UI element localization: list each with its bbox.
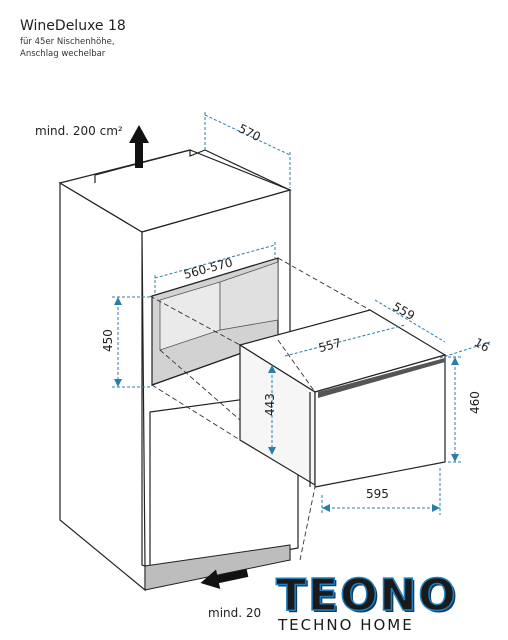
dim-door-thickness: 16: [472, 335, 492, 355]
dimension-arrows: [114, 297, 459, 512]
page-title: WineDeluxe 18: [20, 18, 126, 34]
bottom-vent: [144, 544, 291, 591]
dimension-lines: [112, 112, 491, 515]
dim-door-height: 460: [468, 391, 482, 414]
dim-appliance-width: 557: [317, 336, 343, 355]
niche: [151, 257, 279, 386]
airflow-bottom-label: mind. 20: [208, 606, 262, 620]
airflow-top-label: mind. 200 cm²: [35, 124, 123, 138]
dim-cabinet-depth: 570: [236, 121, 263, 144]
airflow-arrow-up: [129, 125, 149, 168]
airflow-arrow-left: [200, 569, 249, 590]
brand-tagline: TECHNO HOME: [278, 616, 414, 634]
dim-niche-height: 450: [101, 329, 115, 352]
appliance: [238, 309, 447, 488]
dim-appliance-height: 443: [263, 393, 277, 416]
subtitle-line-2: Anschlag wechelbar: [20, 49, 106, 59]
projection-lines: [149, 257, 371, 561]
brand-logo: TEONO: [275, 570, 458, 621]
dim-appliance-depth: 559: [390, 299, 417, 323]
dim-door-width: 595: [366, 487, 389, 501]
subtitle-line-1: für 45er Nischenhöhe,: [20, 37, 115, 47]
